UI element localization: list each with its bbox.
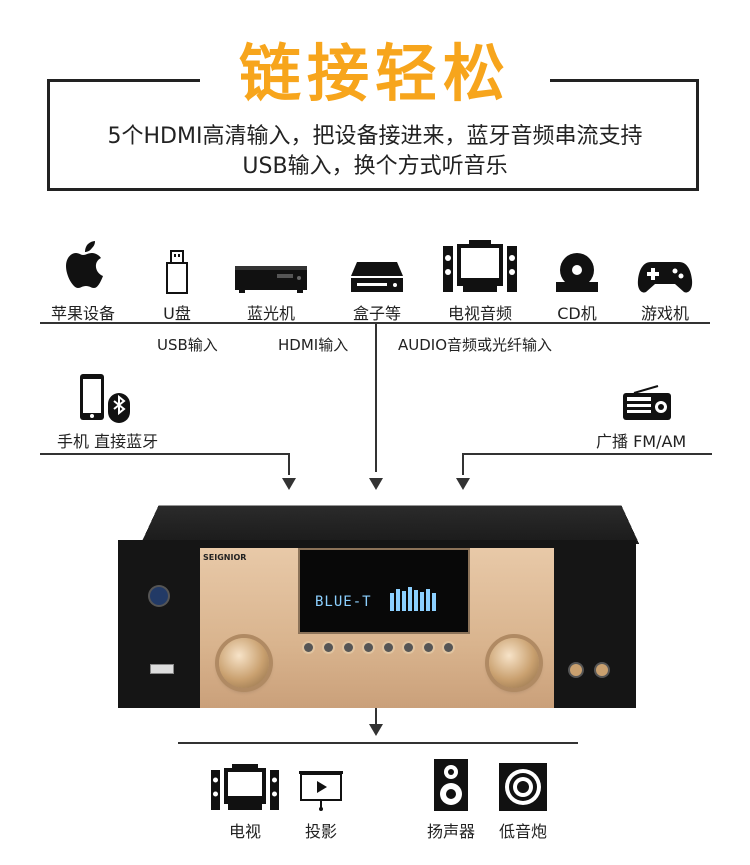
- left-arrow-icon: [282, 478, 296, 490]
- subwoofer-icon: [483, 762, 563, 812]
- mic-jack: [570, 664, 582, 676]
- page-title: 链接轻松: [200, 34, 550, 114]
- output-label: 投影: [304, 822, 337, 841]
- source-cd: CD机: [532, 236, 622, 324]
- input-select-button[interactable]: [304, 643, 313, 652]
- right-connector-h: [462, 453, 712, 455]
- radio-icon: [622, 385, 672, 425]
- input-select-button[interactable]: [344, 643, 353, 652]
- apple-icon: [38, 236, 128, 294]
- input-select-button[interactable]: [404, 643, 413, 652]
- center-arrow-icon: [369, 478, 383, 490]
- bluray-player-icon: [226, 236, 316, 294]
- mic-jack: [596, 664, 608, 676]
- source-label: 电视音频: [447, 304, 512, 323]
- header-description: 5个HDMI高清输入，把设备接进来，蓝牙音频串流支持 USB输入，换个方式听音乐: [60, 122, 690, 182]
- source-label: CD机: [557, 304, 597, 323]
- source-apple: 苹果设备: [38, 236, 128, 324]
- right-arrow-icon: [456, 478, 470, 490]
- output-bus-line: [178, 742, 578, 744]
- output-subwoofer: 低音炮: [483, 762, 563, 842]
- projector-icon: [281, 762, 361, 812]
- tv-icon: [205, 762, 285, 812]
- tv-speakers-icon: [435, 236, 525, 294]
- input-select-button[interactable]: [444, 643, 453, 652]
- center-connector: [375, 322, 377, 472]
- source-tv-audio: 电视音频: [435, 236, 525, 324]
- volume-knob[interactable]: [219, 638, 269, 688]
- gamepad-icon: [620, 236, 710, 294]
- set-top-box-icon: [332, 236, 422, 294]
- source-label: 苹果设备: [50, 304, 115, 323]
- input-select-button[interactable]: [324, 643, 333, 652]
- cd-player-icon: [532, 236, 622, 294]
- radio-label: 广播 FM/AM: [596, 432, 687, 451]
- source-usb: U盘: [132, 236, 222, 324]
- phone-bluetooth-label: 手机 直接蓝牙: [57, 432, 159, 451]
- source-label: U盘: [163, 304, 191, 323]
- source-bluray: 蓝光机: [226, 236, 316, 324]
- right-connector-v: [462, 453, 464, 475]
- header-desc-line1: 5个HDMI高清输入，把设备接进来，蓝牙音频串流支持: [107, 124, 643, 149]
- output-tv: 电视: [205, 762, 285, 842]
- usb-input-label: USB输入: [157, 336, 218, 354]
- source-label: 蓝光机: [246, 304, 295, 323]
- header-desc-line2: USB输入，换个方式听音乐: [242, 154, 508, 179]
- output-projector: 投影: [281, 762, 361, 842]
- amplifier-brand: SEIGNIOR: [203, 553, 247, 562]
- source-label: 盒子等: [352, 304, 401, 323]
- source-box: 盒子等: [332, 236, 422, 324]
- input-select-button[interactable]: [384, 643, 393, 652]
- output-label: 低音炮: [498, 822, 547, 841]
- vu-meter-icon: [390, 587, 442, 615]
- input-select-button[interactable]: [424, 643, 433, 652]
- output-connector-v: [375, 708, 377, 728]
- left-connector-v: [288, 453, 290, 475]
- phone-icon: [78, 373, 132, 427]
- input-button-row: [304, 643, 453, 652]
- multi-control-knob[interactable]: [489, 638, 539, 688]
- source-gamepad: 游戏机: [620, 236, 710, 324]
- output-label: 电视: [228, 822, 261, 841]
- amplifier-top-panel: [140, 505, 640, 544]
- audio-input-label: AUDIO音频或光纤输入: [398, 336, 553, 354]
- input-select-button[interactable]: [364, 643, 373, 652]
- source-label: 游戏机: [640, 304, 689, 323]
- amplifier-display-text: BLUE-T: [315, 594, 372, 610]
- usb-drive-icon: [132, 236, 222, 294]
- output-label: 扬声器: [426, 822, 475, 841]
- hdmi-input-label: HDMI输入: [278, 336, 349, 354]
- amplifier-display: [298, 548, 470, 634]
- output-speaker: 扬声器: [411, 759, 491, 842]
- left-connector-h: [40, 453, 290, 455]
- usb-port: [150, 664, 174, 674]
- speaker-icon: [411, 759, 491, 812]
- output-arrow-icon: [369, 724, 383, 736]
- power-button[interactable]: [150, 587, 168, 605]
